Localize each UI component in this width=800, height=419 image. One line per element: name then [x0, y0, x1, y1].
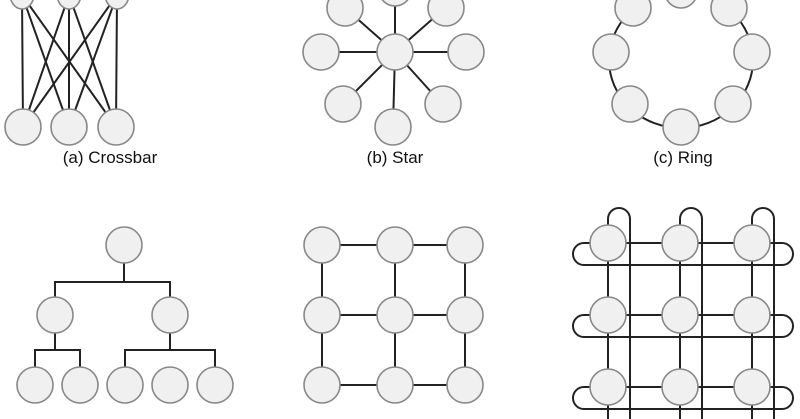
mesh-topology: [303, 226, 484, 404]
crossbar-caption: (a) Crossbar: [62, 148, 158, 167]
ring-node: [592, 33, 630, 71]
star-node: [447, 33, 485, 71]
crossbar-node: [105, 0, 129, 10]
star-caption: (b) Star: [366, 148, 424, 167]
torus-nodes: [589, 224, 771, 406]
crossbar-node: [4, 108, 42, 146]
star-hub-node: [376, 33, 414, 71]
tree-node: [61, 366, 99, 404]
star-node: [302, 33, 340, 71]
star-node: [326, 0, 364, 27]
ring-node: [714, 85, 752, 123]
crossbar-node: [10, 0, 34, 10]
mesh-nodes: [303, 226, 484, 404]
star-node: [427, 0, 465, 27]
star-node: [424, 85, 462, 123]
tree-node: [16, 366, 54, 404]
crossbar-node: [57, 0, 81, 10]
tree-topology: [16, 226, 234, 404]
tree-node: [196, 366, 234, 404]
crossbar-node: [50, 108, 88, 146]
crossbar-node: [97, 108, 135, 146]
tree-node: [105, 226, 143, 264]
star-node: [324, 85, 362, 123]
star-node: [374, 108, 412, 146]
ring-caption: (c) Ring: [653, 148, 713, 167]
ring-node: [614, 0, 652, 27]
ring-node: [666, 0, 696, 9]
star-node: [381, 0, 409, 7]
ring-node: [611, 85, 649, 123]
tree-node: [151, 366, 189, 404]
ring-node: [710, 0, 748, 27]
tree-node: [151, 296, 189, 334]
crossbar-topology: [4, 0, 135, 146]
ring-node: [662, 108, 700, 146]
ring-topology: [592, 0, 771, 146]
ring-node: [733, 33, 771, 71]
star-topology: [302, 0, 485, 146]
tree-node: [36, 296, 74, 334]
torus-topology: [572, 207, 794, 419]
tree-node: [106, 366, 144, 404]
